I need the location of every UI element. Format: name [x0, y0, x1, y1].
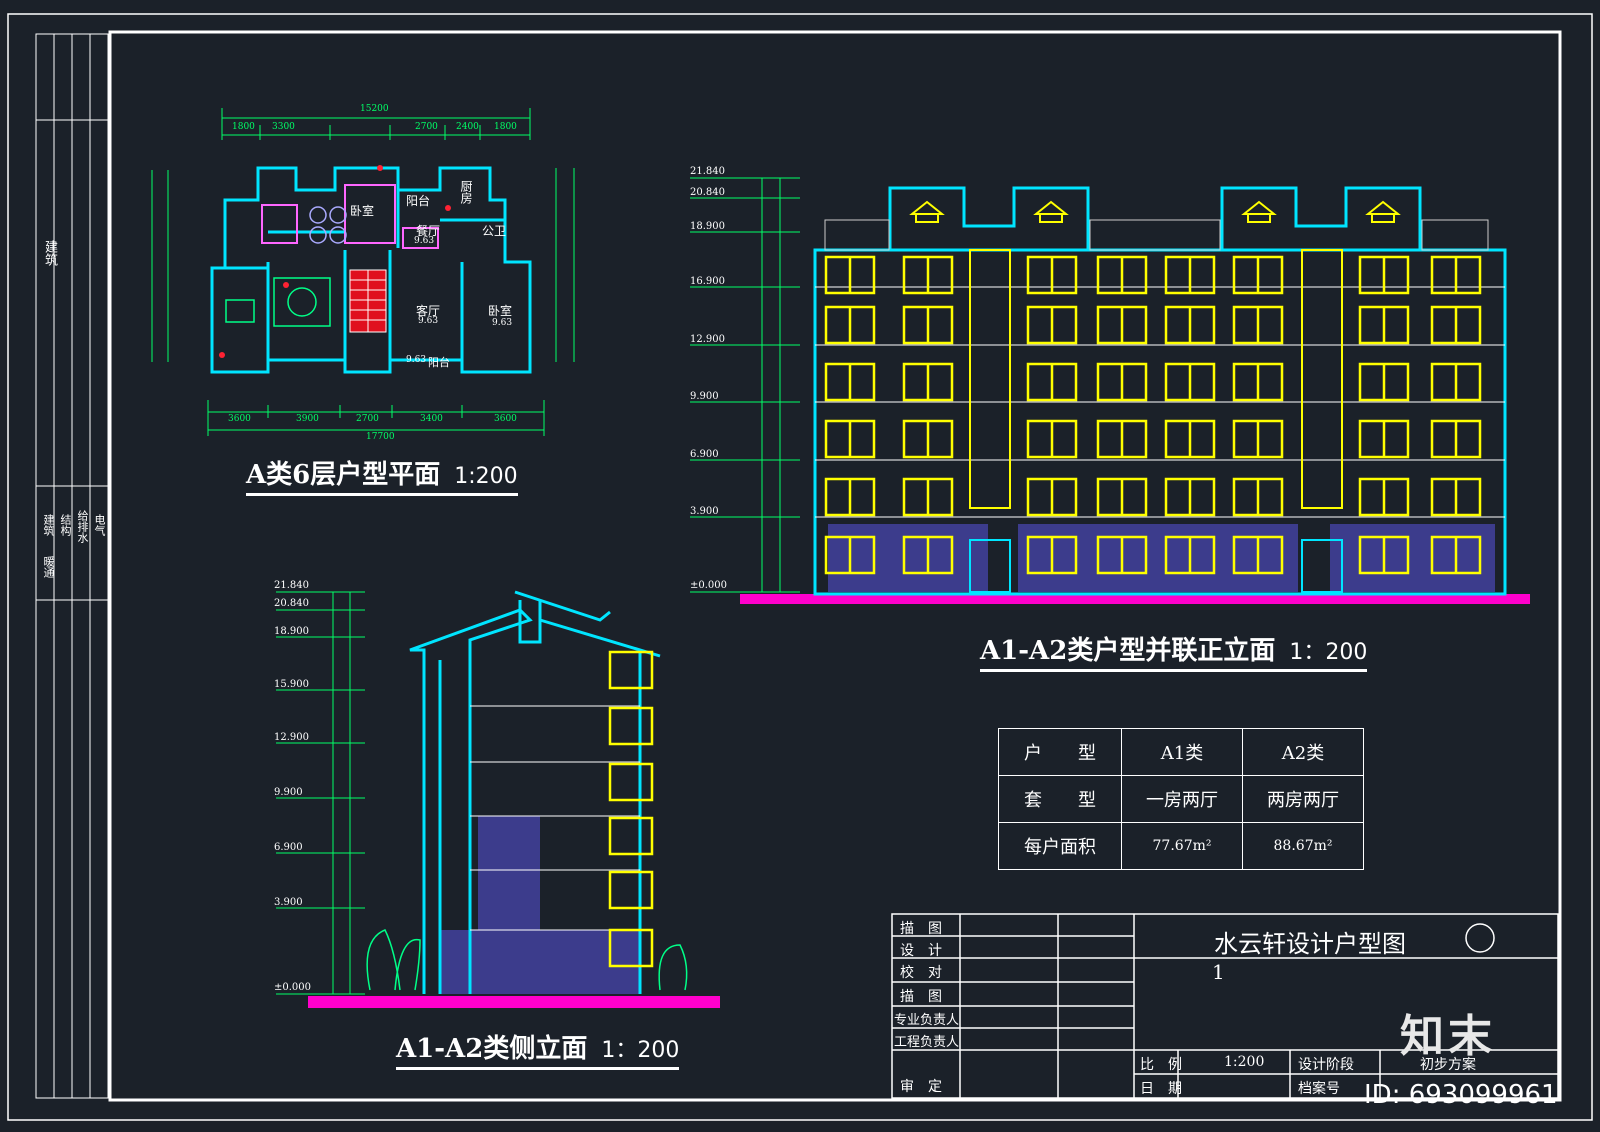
plan-dim-top-3: 2700	[415, 122, 438, 132]
front-level: 12.900	[690, 334, 725, 345]
title-block	[891, 913, 1559, 1099]
room-area: 9.63	[492, 318, 513, 328]
plan-dim-bottom-2: 3900	[296, 414, 319, 424]
front-title-text: A1-A2类户型并联正立面	[980, 636, 1276, 666]
room-label: 客厅	[416, 304, 441, 318]
window	[608, 870, 654, 910]
role-label: 工程负责人	[894, 1035, 960, 1050]
plan-dim-bottom-4: 3400	[420, 414, 443, 424]
watermark-id: ID: 693099961	[1364, 1080, 1558, 1110]
table-cell: 一房两厅	[1121, 775, 1243, 823]
role-label: 描 图	[900, 989, 942, 1005]
table-row: 套 型 一房两厅 两房两厅	[998, 775, 1364, 823]
plan-dim-bottom-total: 17700	[366, 432, 395, 442]
strip-label: 电气	[93, 514, 106, 536]
watermark-brand: 知末	[1400, 1011, 1496, 1062]
table-cell: A1类	[1121, 728, 1243, 776]
role-label: 审 定	[900, 1079, 942, 1095]
role-label: 校 对	[900, 965, 942, 981]
room-label: 卧室	[488, 304, 513, 318]
room-label: 餐厅	[416, 224, 441, 238]
front-level: 6.900	[690, 449, 719, 460]
room-label: 卧室	[350, 204, 375, 218]
front-level: 20.840	[690, 187, 725, 198]
plan-dim-top-1: 1800	[232, 122, 255, 132]
front-level: ±0.000	[690, 580, 728, 591]
side-level: ±0.000	[274, 982, 312, 993]
side-level: 18.900	[274, 626, 309, 637]
plan-scale: 1:200	[454, 464, 518, 489]
front-title: A1-A2类户型并联正立面 1：200	[980, 630, 1368, 672]
plan-dim-bottom-3: 2700	[356, 414, 379, 424]
side-elevation	[276, 590, 720, 1008]
drawing-name: 水云轩设计户型图	[1214, 930, 1406, 958]
room-area: 9.63	[406, 355, 427, 365]
window	[608, 762, 654, 802]
plan-dim-bottom-1: 3600	[228, 414, 251, 424]
plan-dim-top-total: 15200	[360, 104, 389, 114]
floor-plan	[151, 108, 575, 436]
side-scale: 1：200	[601, 1038, 680, 1063]
front-elevation	[690, 177, 1530, 604]
table-cell: 户 型	[998, 728, 1122, 776]
front-level: 18.900	[690, 221, 725, 232]
room-label: 公卫	[482, 224, 507, 238]
plan-dim-bottom-5: 3600	[494, 414, 517, 424]
unit-type-table: 户 型 A1类 A2类 套 型 一房两厅 两房两厅 每户面积 77.67m² 8…	[998, 728, 1364, 870]
side-level: 12.900	[274, 732, 309, 743]
side-level: 6.900	[274, 842, 303, 853]
table-cell: 两房两厅	[1242, 775, 1364, 823]
stage-value: 初步方案	[1420, 1057, 1476, 1073]
side-level: 3.900	[274, 897, 303, 908]
scale-label: 比 例	[1140, 1057, 1182, 1073]
strip-label: 建筑	[42, 240, 57, 266]
side-level: 15.900	[274, 679, 309, 690]
side-level: 20.840	[274, 598, 309, 609]
plan-title-text: A类6层户型平面	[246, 460, 441, 490]
left-title-strip	[35, 33, 109, 1099]
window	[608, 928, 654, 968]
front-level: 3.900	[690, 506, 719, 517]
table-cell: 每户面积	[998, 822, 1122, 870]
front-level: 16.900	[690, 276, 725, 287]
table-cell: 套 型	[998, 775, 1122, 823]
room-label: 阳台	[428, 356, 450, 369]
strip-label: 结构	[59, 514, 72, 536]
table-row: 户 型 A1类 A2类	[998, 728, 1364, 776]
table-row: 每户面积 77.67m² 88.67m²	[998, 822, 1364, 870]
window	[608, 650, 654, 690]
room-label: 阳台	[406, 194, 431, 208]
sheet-number: 1	[1212, 960, 1225, 984]
plan-title: A类6层户型平面 1:200	[246, 454, 518, 496]
role-label: 专业负责人	[894, 1013, 960, 1028]
plan-dim-top-4: 2400	[456, 122, 479, 132]
date-label: 日 期	[1140, 1081, 1182, 1097]
strip-label: 建筑	[42, 514, 55, 536]
side-level: 9.900	[274, 787, 303, 798]
front-scale: 1：200	[1289, 640, 1368, 665]
room-label: 厨房	[459, 180, 473, 204]
room-area: 9.63	[418, 316, 439, 326]
role-label: 设 计	[900, 943, 942, 959]
file-label: 档案号	[1298, 1081, 1340, 1097]
room-area: 9.63	[414, 236, 435, 246]
table-cell: 77.67m²	[1121, 822, 1243, 870]
window	[608, 706, 654, 746]
front-level: 21.840	[690, 166, 725, 177]
table-cell: A2类	[1242, 728, 1364, 776]
strip-label: 暖通	[42, 556, 55, 578]
window	[608, 816, 654, 856]
stage-label: 设计阶段	[1298, 1057, 1354, 1073]
plan-dim-top-2: 3300	[272, 122, 295, 132]
side-title-text: A1-A2类侧立面	[396, 1034, 588, 1064]
table-cell: 88.67m²	[1242, 822, 1364, 870]
plan-dim-top-5: 1800	[494, 122, 517, 132]
front-level: 9.900	[690, 391, 719, 402]
role-label: 描 图	[900, 921, 942, 937]
side-level: 21.840	[274, 580, 309, 591]
side-title: A1-A2类侧立面 1：200	[396, 1028, 680, 1070]
scale-value: 1:200	[1224, 1054, 1265, 1070]
strip-label: 给排水	[76, 510, 89, 543]
